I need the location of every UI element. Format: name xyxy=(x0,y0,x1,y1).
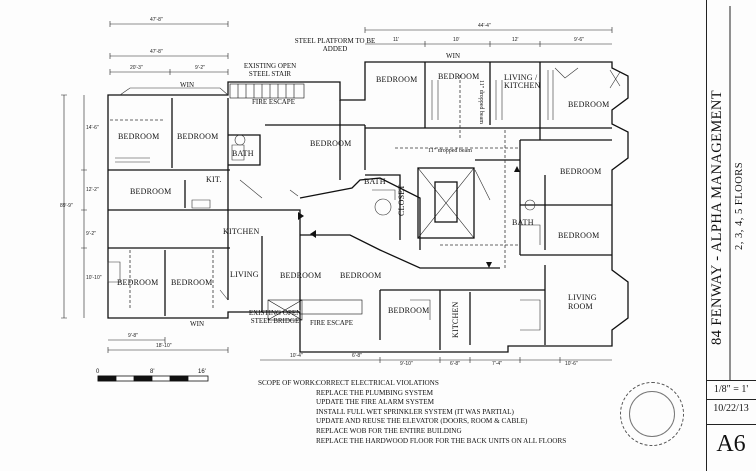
fire-escape-note: FIRE ESCAPE xyxy=(310,319,353,327)
dimension-text: 10'-4" xyxy=(290,353,303,359)
dimension-text: 10'-10" xyxy=(86,275,102,281)
room-label-kitchen: KIT. xyxy=(206,175,222,184)
room-label-bedroom: BEDROOM xyxy=(340,271,382,280)
dimension-text: 12'-2" xyxy=(86,187,99,193)
dimension-text: 12' xyxy=(512,37,519,43)
scope-of-work-list: CORRECT ELECTRICAL VIOLATIONS REPLACE TH… xyxy=(316,379,566,446)
dimension-text: 7'-4" xyxy=(492,361,502,367)
window-note: WIN xyxy=(180,81,194,89)
scope-item: UPDATE AND REUSE THE ELEVATOR (DOORS, RO… xyxy=(316,417,528,426)
seal-stamp-inner xyxy=(629,391,675,437)
scale-bar-label: 8' xyxy=(150,369,155,375)
room-label-bath: BATH xyxy=(364,177,386,186)
dimension-text: 47'-8" xyxy=(150,49,163,55)
project-title: 84 FENWAY - ALPHA MANAGEMENT xyxy=(709,89,725,345)
room-label-bedroom: BEDROOM xyxy=(280,271,322,280)
room-label-bedroom: BEDROOM xyxy=(118,132,160,141)
scale-bar-label: 0 xyxy=(96,369,100,375)
room-label-bedroom: BEDROOM xyxy=(171,278,213,287)
sheet-number: A6 xyxy=(706,424,756,465)
window-note: WIN xyxy=(446,52,460,60)
dimension-text: 14'-6" xyxy=(86,125,99,131)
room-label-kitchen: KITCHEN xyxy=(223,227,260,236)
dimension-text: 20'-3" xyxy=(130,65,143,71)
scope-item: INSTALL FULL WET SPRINKLER SYSTEM (IT WA… xyxy=(316,407,514,416)
seal-stamp xyxy=(620,382,684,446)
floors-label: 2, 3, 4, 5 FLOORS xyxy=(734,161,745,250)
fire-escape-note: FIRE ESCAPE xyxy=(252,98,295,106)
scope-item: CORRECT ELECTRICAL VIOLATIONS xyxy=(316,379,439,387)
dimension-text: 9'-6" xyxy=(574,37,584,43)
room-label-bedroom: BEDROOM xyxy=(117,278,159,287)
beam-note: 11" dropped beam xyxy=(428,148,472,154)
room-label-bath: BATH xyxy=(232,149,254,158)
dimension-text: 44'-4" xyxy=(478,23,491,29)
room-label-bedroom: BEDROOM xyxy=(560,167,602,176)
room-label-bedroom: BEDROOM xyxy=(558,231,600,240)
scope-of-work-title: SCOPE OF WORK: xyxy=(258,379,317,387)
existing-bridge-note: EXISTING OPEN STEEL BRIDGE xyxy=(248,309,302,325)
dimension-text: 18'-10" xyxy=(156,343,172,349)
dimension-text: 9'-2" xyxy=(86,231,96,237)
dimension-text: 47'-8" xyxy=(150,17,163,23)
steel-platform-note: STEEL PLATFORM TO BE ADDED xyxy=(294,37,376,53)
room-label-living-kitchen: LIVING / KITCHEN xyxy=(504,73,541,90)
dimension-text: 10'-6" xyxy=(565,361,578,367)
scope-item: UPDATE THE FIRE ALARM SYSTEM xyxy=(316,398,435,407)
dimension-text: 11' xyxy=(393,37,400,43)
scope-item: REPLACE THE HARDWOOD FLOOR FOR THE BACK … xyxy=(316,436,567,445)
title-block xyxy=(706,0,756,471)
room-label-bedroom: BEDROOM xyxy=(310,139,352,148)
room-label-bedroom: BEDROOM xyxy=(130,187,172,196)
dimension-text: 89'-9" xyxy=(60,203,73,209)
room-label-bedroom: BEDROOM xyxy=(376,75,418,84)
room-label-living: LIVING xyxy=(230,270,259,279)
room-label-bedroom: BEDROOM xyxy=(438,72,480,81)
dimension-text: 10' xyxy=(453,37,460,43)
dimension-text: 9'-8" xyxy=(128,333,138,339)
date-cell: 10/22/13 xyxy=(706,399,756,418)
dimension-text: 9'-10" xyxy=(400,361,413,367)
window-note: WIN xyxy=(190,320,204,328)
beam-note: 11" dropped beam xyxy=(478,80,484,124)
existing-stair-note: EXISTING OPEN STEEL STAIR xyxy=(243,62,297,78)
dimension-text: 9'-2" xyxy=(195,65,205,71)
room-label-bedroom: BEDROOM xyxy=(568,100,610,109)
room-label-bath: BATH xyxy=(512,218,534,227)
dimension-text: 6'-8" xyxy=(450,361,460,367)
scope-item: REPLACE THE PLUMBING SYSTEM xyxy=(316,388,434,397)
room-label-bedroom: BEDROOM xyxy=(177,132,219,141)
room-label-closet: CLOSET xyxy=(397,184,406,216)
scope-item: REPLACE WOB FOR THE ENTIRE BUILDING xyxy=(316,426,462,435)
scale-cell: 1/8" = 1' xyxy=(706,380,756,399)
room-label-bedroom: BEDROOM xyxy=(388,306,430,315)
room-label-kitchen: KITCHEN xyxy=(451,301,460,338)
dimension-text: 6'-8" xyxy=(352,353,362,359)
room-label-living-room: LIVING ROOM xyxy=(568,293,597,311)
scale-bar-label: 16' xyxy=(198,369,206,375)
